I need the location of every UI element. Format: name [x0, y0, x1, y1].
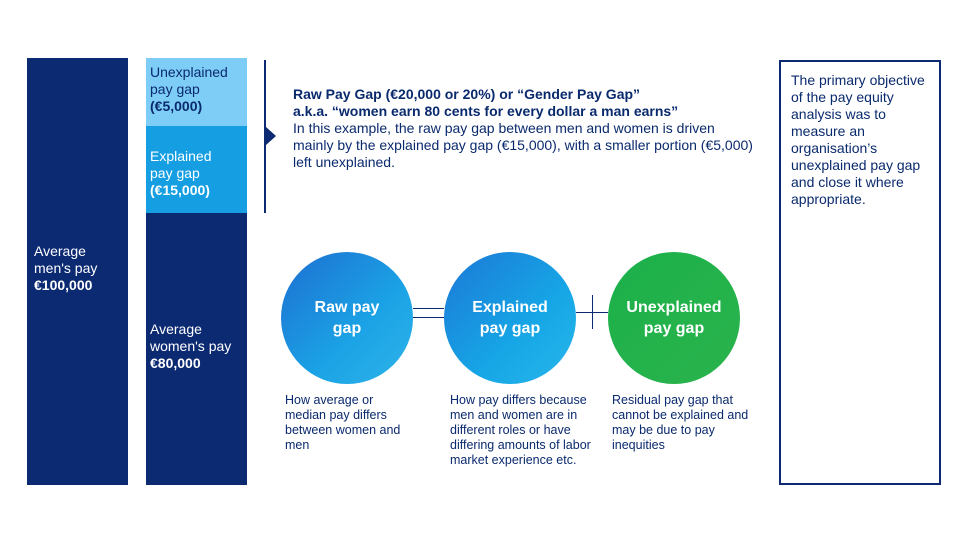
bracket-line — [264, 60, 266, 213]
womens-pay-value: €80,000 — [150, 355, 201, 371]
raw-pay-gap-description: Raw Pay Gap (€20,000 or 20%) or “Gender … — [293, 86, 753, 171]
unexplained-pay-gap-label: Unexplained pay gap — [626, 299, 722, 337]
explained-gap-value: (€15,000) — [150, 182, 210, 198]
equals-line-bottom — [413, 317, 444, 318]
bar-explained-pay-gap: Explained pay gap (€15,000) — [146, 126, 247, 213]
explained-pay-gap-label: Explained pay gap — [472, 299, 548, 337]
mens-pay-value: €100,000 — [34, 277, 93, 293]
equals-line-top — [413, 308, 444, 309]
womens-pay-label: Average women's pay — [150, 321, 232, 354]
objective-text: The primary objective of the pay equity … — [791, 72, 925, 207]
unexplained-pay-gap-caption: Residual pay gap that cannot be explaine… — [612, 393, 749, 452]
mens-pay-label: Average men's pay — [34, 243, 98, 276]
description-heading-1: Raw Pay Gap (€20,000 or 20%) or “Gender … — [293, 86, 641, 102]
explained-pay-gap-caption: How pay differs because men and women ar… — [450, 393, 591, 467]
raw-pay-gap-label: Raw pay gap — [314, 299, 380, 337]
bar-average-womens-pay: Average women's pay €80,000 — [146, 213, 247, 485]
objective-box: The primary objective of the pay equity … — [779, 60, 941, 485]
bar-unexplained-pay-gap: Unexplained pay gap (€5,000) — [146, 58, 247, 126]
unexplained-gap-label: Unexplained pay gap — [150, 64, 228, 97]
raw-pay-gap-caption: How average or median pay differs betwee… — [285, 393, 401, 452]
plus-sign-vertical — [592, 295, 593, 329]
bar-average-mens-pay: Average men's pay €100,000 — [27, 58, 128, 485]
arrow-right-icon — [266, 127, 276, 145]
circle-explained-pay-gap: Explained pay gap — [444, 252, 576, 384]
circle-unexplained-pay-gap: Unexplained pay gap — [608, 252, 740, 384]
description-heading-2: a.k.a. “women earn 80 cents for every do… — [293, 103, 679, 119]
circle-raw-pay-gap: Raw pay gap — [281, 252, 413, 384]
description-body: In this example, the raw pay gap between… — [293, 120, 753, 170]
unexplained-gap-value: (€5,000) — [150, 98, 203, 114]
explained-gap-label: Explained pay gap — [150, 148, 212, 181]
